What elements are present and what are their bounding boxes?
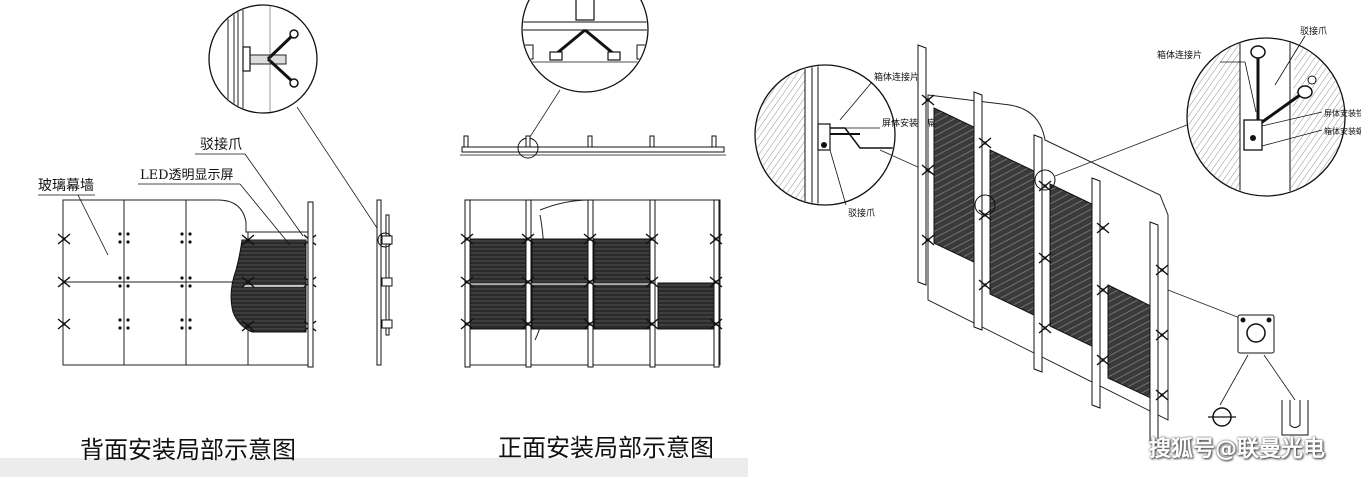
front-detail-circle [521, 0, 649, 93]
back-label-glass: 玻璃幕墙 [38, 177, 94, 194]
iso-callout-left-3: 驳接爪 [848, 207, 875, 219]
iso-callout-right-3: 屏体安装铁扁 [1324, 108, 1361, 118]
watermark: 搜狐号@联曼光电 [1148, 437, 1325, 462]
iso-callout-right-2: 驳接爪 [1300, 25, 1327, 37]
back-label-claw: 驳接爪 [200, 136, 242, 153]
iso-view: 箱体连接片 屏体安装铁扁 驳接爪 [754, 25, 1361, 446]
iso-callout-left-1: 箱体连接片 [874, 71, 919, 83]
front-view [460, 0, 726, 368]
iso-bracket-details [1208, 314, 1309, 436]
iso-callout-right-4: 箱体安装螺丝 [1324, 126, 1361, 136]
bottom-strip [0, 458, 748, 477]
back-label-led: LED透明显示屏 [140, 168, 234, 183]
front-view-caption: 正面安装局部示意图 [498, 434, 714, 462]
front-led-panels [469, 238, 715, 330]
back-view: 驳接爪 LED透明显示屏 玻璃幕墙 [38, 4, 393, 368]
front-plan-strip [460, 135, 726, 159]
back-side-elevation [376, 199, 393, 366]
iso-led-panels [933, 107, 1156, 401]
back-view-caption: 背面安装局部示意图 [80, 436, 296, 464]
iso-left-detail [754, 64, 896, 206]
iso-uprights [917, 44, 1159, 446]
iso-right-detail [1186, 37, 1346, 197]
back-detail-circle [208, 4, 318, 114]
iso-callout-right-1: 箱体连接片 [1157, 49, 1202, 61]
iso-glass-wall [927, 94, 1169, 421]
